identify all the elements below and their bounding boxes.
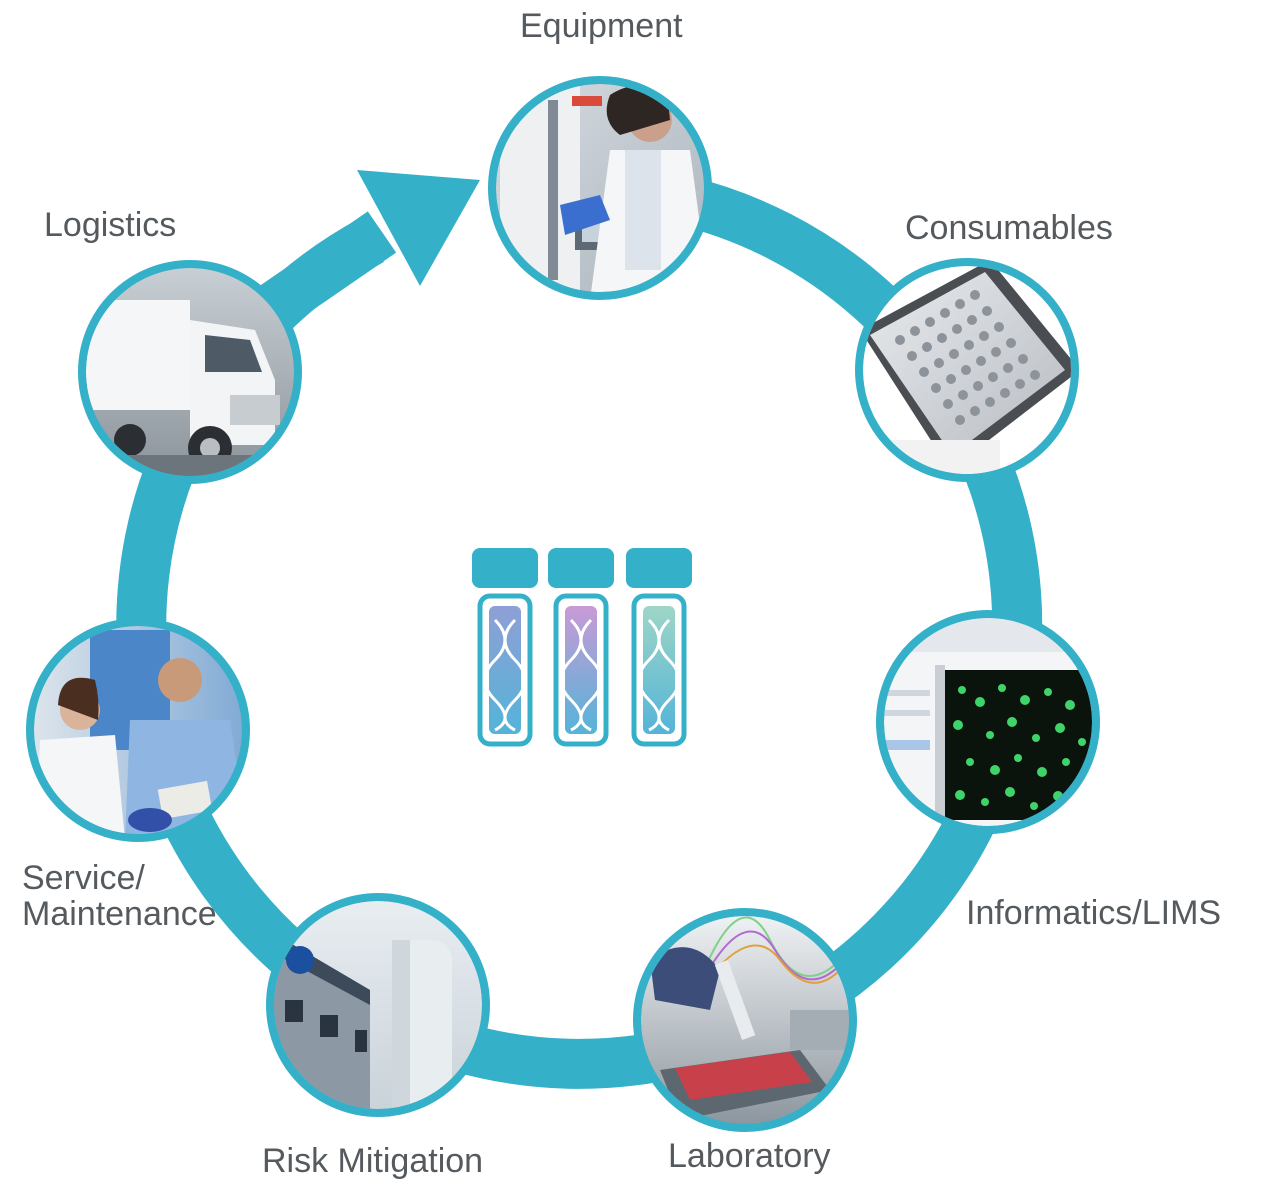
stage-label-informatics: Informatics/LIMS bbox=[966, 894, 1222, 932]
logistics-photo bbox=[78, 260, 302, 484]
dna-sample-vials-icon bbox=[472, 548, 692, 747]
informatics-photo bbox=[876, 610, 1100, 834]
stage-label-equipment: Equipment bbox=[520, 7, 683, 45]
equipment-photo bbox=[488, 76, 712, 300]
stage-label-logistics: Logistics bbox=[44, 206, 177, 244]
risk-mitigation-photo bbox=[266, 893, 490, 1117]
laboratory-photo bbox=[633, 908, 857, 1132]
stage-label-service-line1: Service/ bbox=[22, 859, 145, 897]
stage-label-laboratory: Laboratory bbox=[668, 1137, 831, 1175]
stage-label-service: Service/ Maintenance bbox=[22, 860, 217, 932]
consumables-photo bbox=[855, 258, 1079, 482]
stage-label-risk-mitigation: Risk Mitigation bbox=[262, 1142, 484, 1180]
stage-label-service-line2: Maintenance bbox=[22, 895, 217, 933]
stage-label-consumables: Consumables bbox=[905, 209, 1113, 247]
service-photo bbox=[26, 618, 250, 842]
